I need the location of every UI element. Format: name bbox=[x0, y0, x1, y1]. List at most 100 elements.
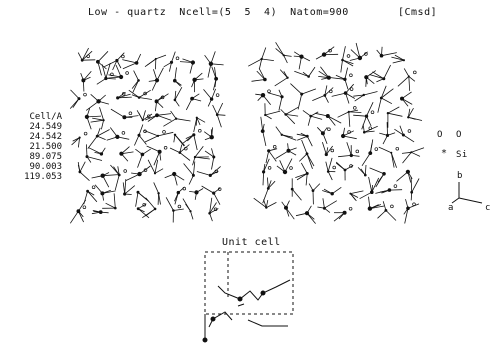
bond bbox=[122, 62, 137, 70]
bond bbox=[88, 147, 102, 155]
o-atom bbox=[182, 186, 187, 191]
bond bbox=[156, 113, 172, 116]
si-atom bbox=[407, 116, 410, 119]
bond bbox=[381, 52, 397, 57]
bond bbox=[153, 182, 159, 194]
bond bbox=[275, 48, 284, 56]
si-atom bbox=[342, 210, 347, 215]
bond bbox=[301, 88, 317, 95]
si-atom bbox=[286, 148, 291, 153]
o-atom bbox=[330, 148, 335, 153]
bond bbox=[262, 131, 267, 146]
o-atom bbox=[217, 187, 222, 191]
o-atom bbox=[213, 207, 218, 212]
si-atom bbox=[208, 173, 212, 177]
si-atom bbox=[387, 188, 392, 192]
o-atom bbox=[86, 54, 90, 58]
si-atom bbox=[153, 172, 157, 175]
bond bbox=[350, 193, 357, 202]
bond bbox=[213, 192, 221, 205]
si-atom bbox=[370, 190, 374, 194]
bond bbox=[285, 114, 299, 117]
si-atom bbox=[141, 119, 144, 122]
si-atom bbox=[212, 155, 216, 159]
si-atom bbox=[115, 134, 120, 139]
si-atom bbox=[122, 115, 127, 120]
bond bbox=[369, 205, 385, 209]
bond bbox=[97, 61, 102, 76]
o-atom bbox=[162, 130, 166, 134]
bond bbox=[322, 190, 333, 195]
si-atom bbox=[76, 209, 81, 214]
si-atom bbox=[305, 172, 309, 175]
bond bbox=[101, 64, 107, 79]
unit-cell-chain bbox=[237, 303, 245, 307]
bond bbox=[324, 200, 338, 209]
bond bbox=[382, 201, 387, 211]
si-atom bbox=[262, 170, 266, 174]
bond bbox=[86, 156, 103, 161]
bond bbox=[176, 118, 191, 122]
bond bbox=[77, 52, 83, 61]
bond bbox=[192, 156, 196, 166]
bond bbox=[138, 134, 147, 145]
bond bbox=[139, 165, 151, 175]
bond bbox=[275, 126, 283, 136]
bond bbox=[312, 183, 321, 191]
o-atom bbox=[128, 111, 133, 116]
si-atom bbox=[173, 98, 177, 102]
bond bbox=[315, 112, 328, 117]
unit-cell-title: Unit cell bbox=[222, 237, 281, 248]
si-atom bbox=[325, 114, 330, 118]
si-atom bbox=[402, 59, 405, 62]
bond bbox=[214, 67, 217, 79]
si-atom bbox=[357, 55, 363, 61]
si-atom bbox=[400, 96, 404, 101]
o-atom bbox=[142, 202, 146, 207]
bond bbox=[364, 164, 367, 176]
bond bbox=[359, 191, 372, 200]
o-atom bbox=[349, 73, 353, 78]
bond bbox=[343, 135, 357, 140]
bond bbox=[163, 118, 177, 127]
bond bbox=[342, 46, 346, 61]
a-axis-line bbox=[451, 197, 460, 204]
bond bbox=[382, 135, 388, 145]
o-atom bbox=[160, 95, 165, 100]
bond bbox=[295, 173, 308, 178]
stereo-view-left bbox=[69, 47, 226, 224]
bond bbox=[78, 199, 87, 212]
bond bbox=[308, 66, 316, 77]
bond bbox=[283, 55, 288, 64]
si-atom bbox=[284, 205, 288, 210]
bond bbox=[143, 130, 159, 137]
cell-parameter-value: 89.075 bbox=[29, 152, 62, 162]
bond bbox=[124, 115, 139, 118]
si-atom bbox=[260, 57, 263, 61]
bond bbox=[383, 64, 391, 79]
oxygen-legend-label: O bbox=[456, 130, 462, 140]
o-atom bbox=[267, 166, 272, 170]
bond bbox=[135, 192, 139, 207]
si-atom bbox=[134, 61, 139, 65]
bond bbox=[96, 127, 101, 137]
bond bbox=[209, 213, 213, 222]
bond bbox=[179, 144, 183, 153]
axis-glyph bbox=[451, 182, 483, 204]
si-atom bbox=[80, 58, 84, 62]
bond bbox=[174, 134, 185, 147]
o-atom bbox=[328, 48, 332, 53]
bond bbox=[102, 174, 119, 177]
si-atom bbox=[86, 189, 89, 193]
bond bbox=[78, 211, 84, 223]
bond bbox=[294, 70, 309, 77]
si-atom bbox=[390, 151, 393, 154]
o-atom bbox=[346, 54, 351, 58]
bond bbox=[92, 117, 104, 121]
o-atom bbox=[143, 168, 148, 172]
bond bbox=[324, 85, 328, 96]
bond bbox=[297, 135, 308, 141]
bond bbox=[193, 134, 198, 151]
bond bbox=[209, 202, 217, 214]
bond bbox=[137, 191, 148, 201]
